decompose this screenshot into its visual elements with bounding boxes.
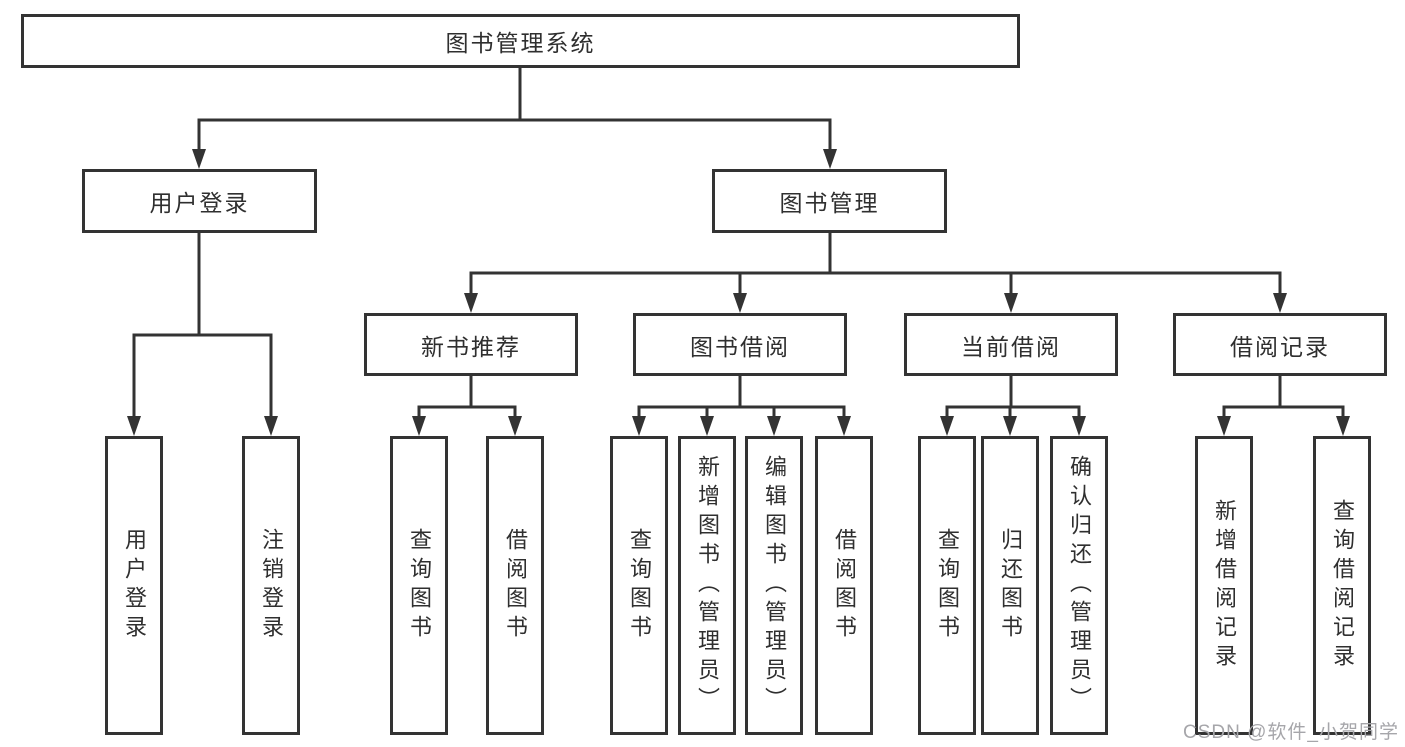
leaf-borrow-books-label: 借阅图书 <box>832 527 857 644</box>
arrowhead <box>733 293 747 313</box>
arrowhead <box>127 416 141 436</box>
connector-book-mgmt-to-level3 <box>469 232 1282 295</box>
connector-current-to-leaves <box>945 375 1081 418</box>
leaf-query-books-borrowing-label: 查询图书 <box>627 527 652 644</box>
node-book-management-label: 图书管理 <box>779 190 880 216</box>
leaf-add-books-admin: 新增图书（管理员） <box>678 436 736 735</box>
arrowhead <box>1273 293 1287 313</box>
node-book-management: 图书管理 <box>712 169 947 233</box>
leaf-confirm-return-admin-label: 确认归还（管理员） <box>1067 455 1092 716</box>
node-borrowing-records: 借阅记录 <box>1173 313 1387 376</box>
leaf-query-borrow-record: 查询借阅记录 <box>1313 436 1371 735</box>
leaf-user-login-label: 用户登录 <box>122 527 147 644</box>
arrowhead <box>264 416 278 436</box>
leaf-logout: 注销登录 <box>242 436 300 735</box>
node-new-book-recommend-label: 新书推荐 <box>421 333 521 360</box>
arrowhead <box>192 149 206 169</box>
connector-records-to-leaves <box>1222 375 1345 418</box>
leaf-query-books-recommend-label: 查询图书 <box>407 527 432 644</box>
node-root-system: 图书管理系统 <box>21 14 1020 68</box>
arrowhead <box>1003 416 1017 436</box>
connector-root-to-level2 <box>197 67 832 151</box>
arrowhead <box>632 416 646 436</box>
leaf-add-borrow-record-label: 新增借阅记录 <box>1212 498 1237 673</box>
leaf-query-borrow-record-label: 查询借阅记录 <box>1330 498 1355 673</box>
leaf-edit-books-admin-label: 编辑图书（管理员） <box>762 455 787 716</box>
leaf-add-books-admin-label: 新增图书（管理员） <box>695 455 720 716</box>
leaf-query-books-recommend: 查询图书 <box>390 436 448 735</box>
connector-borrowing-to-leaves <box>637 375 846 418</box>
leaf-logout-label: 注销登录 <box>259 527 284 644</box>
arrowhead <box>508 416 522 436</box>
arrowhead <box>1072 416 1086 436</box>
arrowhead <box>837 416 851 436</box>
leaf-edit-books-admin: 编辑图书（管理员） <box>745 436 803 735</box>
leaf-borrow-books: 借阅图书 <box>815 436 873 735</box>
arrowhead <box>940 416 954 436</box>
arrowhead <box>700 416 714 436</box>
arrowhead <box>823 149 837 169</box>
node-new-book-recommend: 新书推荐 <box>364 313 578 376</box>
node-root-label: 图书管理系统 <box>445 30 596 56</box>
node-user-login-label: 用户登录 <box>149 190 250 216</box>
leaf-query-books-current-label: 查询图书 <box>935 527 960 644</box>
leaf-query-books-current: 查询图书 <box>918 436 976 735</box>
node-book-borrowing-label: 图书借阅 <box>690 333 790 360</box>
node-current-borrowing-label: 当前借阅 <box>961 333 1061 360</box>
csdn-watermark: CSDN @软件_小贺同学 <box>1183 722 1399 743</box>
leaf-borrow-books-recommend: 借阅图书 <box>486 436 544 735</box>
leaf-confirm-return-admin: 确认归还（管理员） <box>1050 436 1108 735</box>
arrowhead <box>464 293 478 313</box>
leaf-query-books-borrowing: 查询图书 <box>610 436 668 735</box>
arrowhead <box>412 416 426 436</box>
arrowhead <box>1336 416 1350 436</box>
node-borrowing-records-label: 借阅记录 <box>1230 333 1330 360</box>
node-book-borrowing: 图书借阅 <box>633 313 847 376</box>
node-current-borrowing: 当前借阅 <box>904 313 1118 376</box>
leaf-return-books: 归还图书 <box>981 436 1039 735</box>
connector-user-login-to-leaves <box>132 232 273 418</box>
leaf-borrow-books-recommend-label: 借阅图书 <box>503 527 528 644</box>
arrowhead <box>767 416 781 436</box>
leaf-return-books-label: 归还图书 <box>998 527 1023 644</box>
arrowhead <box>1004 293 1018 313</box>
connector-new-book-to-leaves <box>417 375 517 418</box>
leaf-user-login: 用户登录 <box>105 436 163 735</box>
arrowhead <box>1217 416 1231 436</box>
node-user-login: 用户登录 <box>82 169 317 233</box>
leaf-add-borrow-record: 新增借阅记录 <box>1195 436 1253 735</box>
